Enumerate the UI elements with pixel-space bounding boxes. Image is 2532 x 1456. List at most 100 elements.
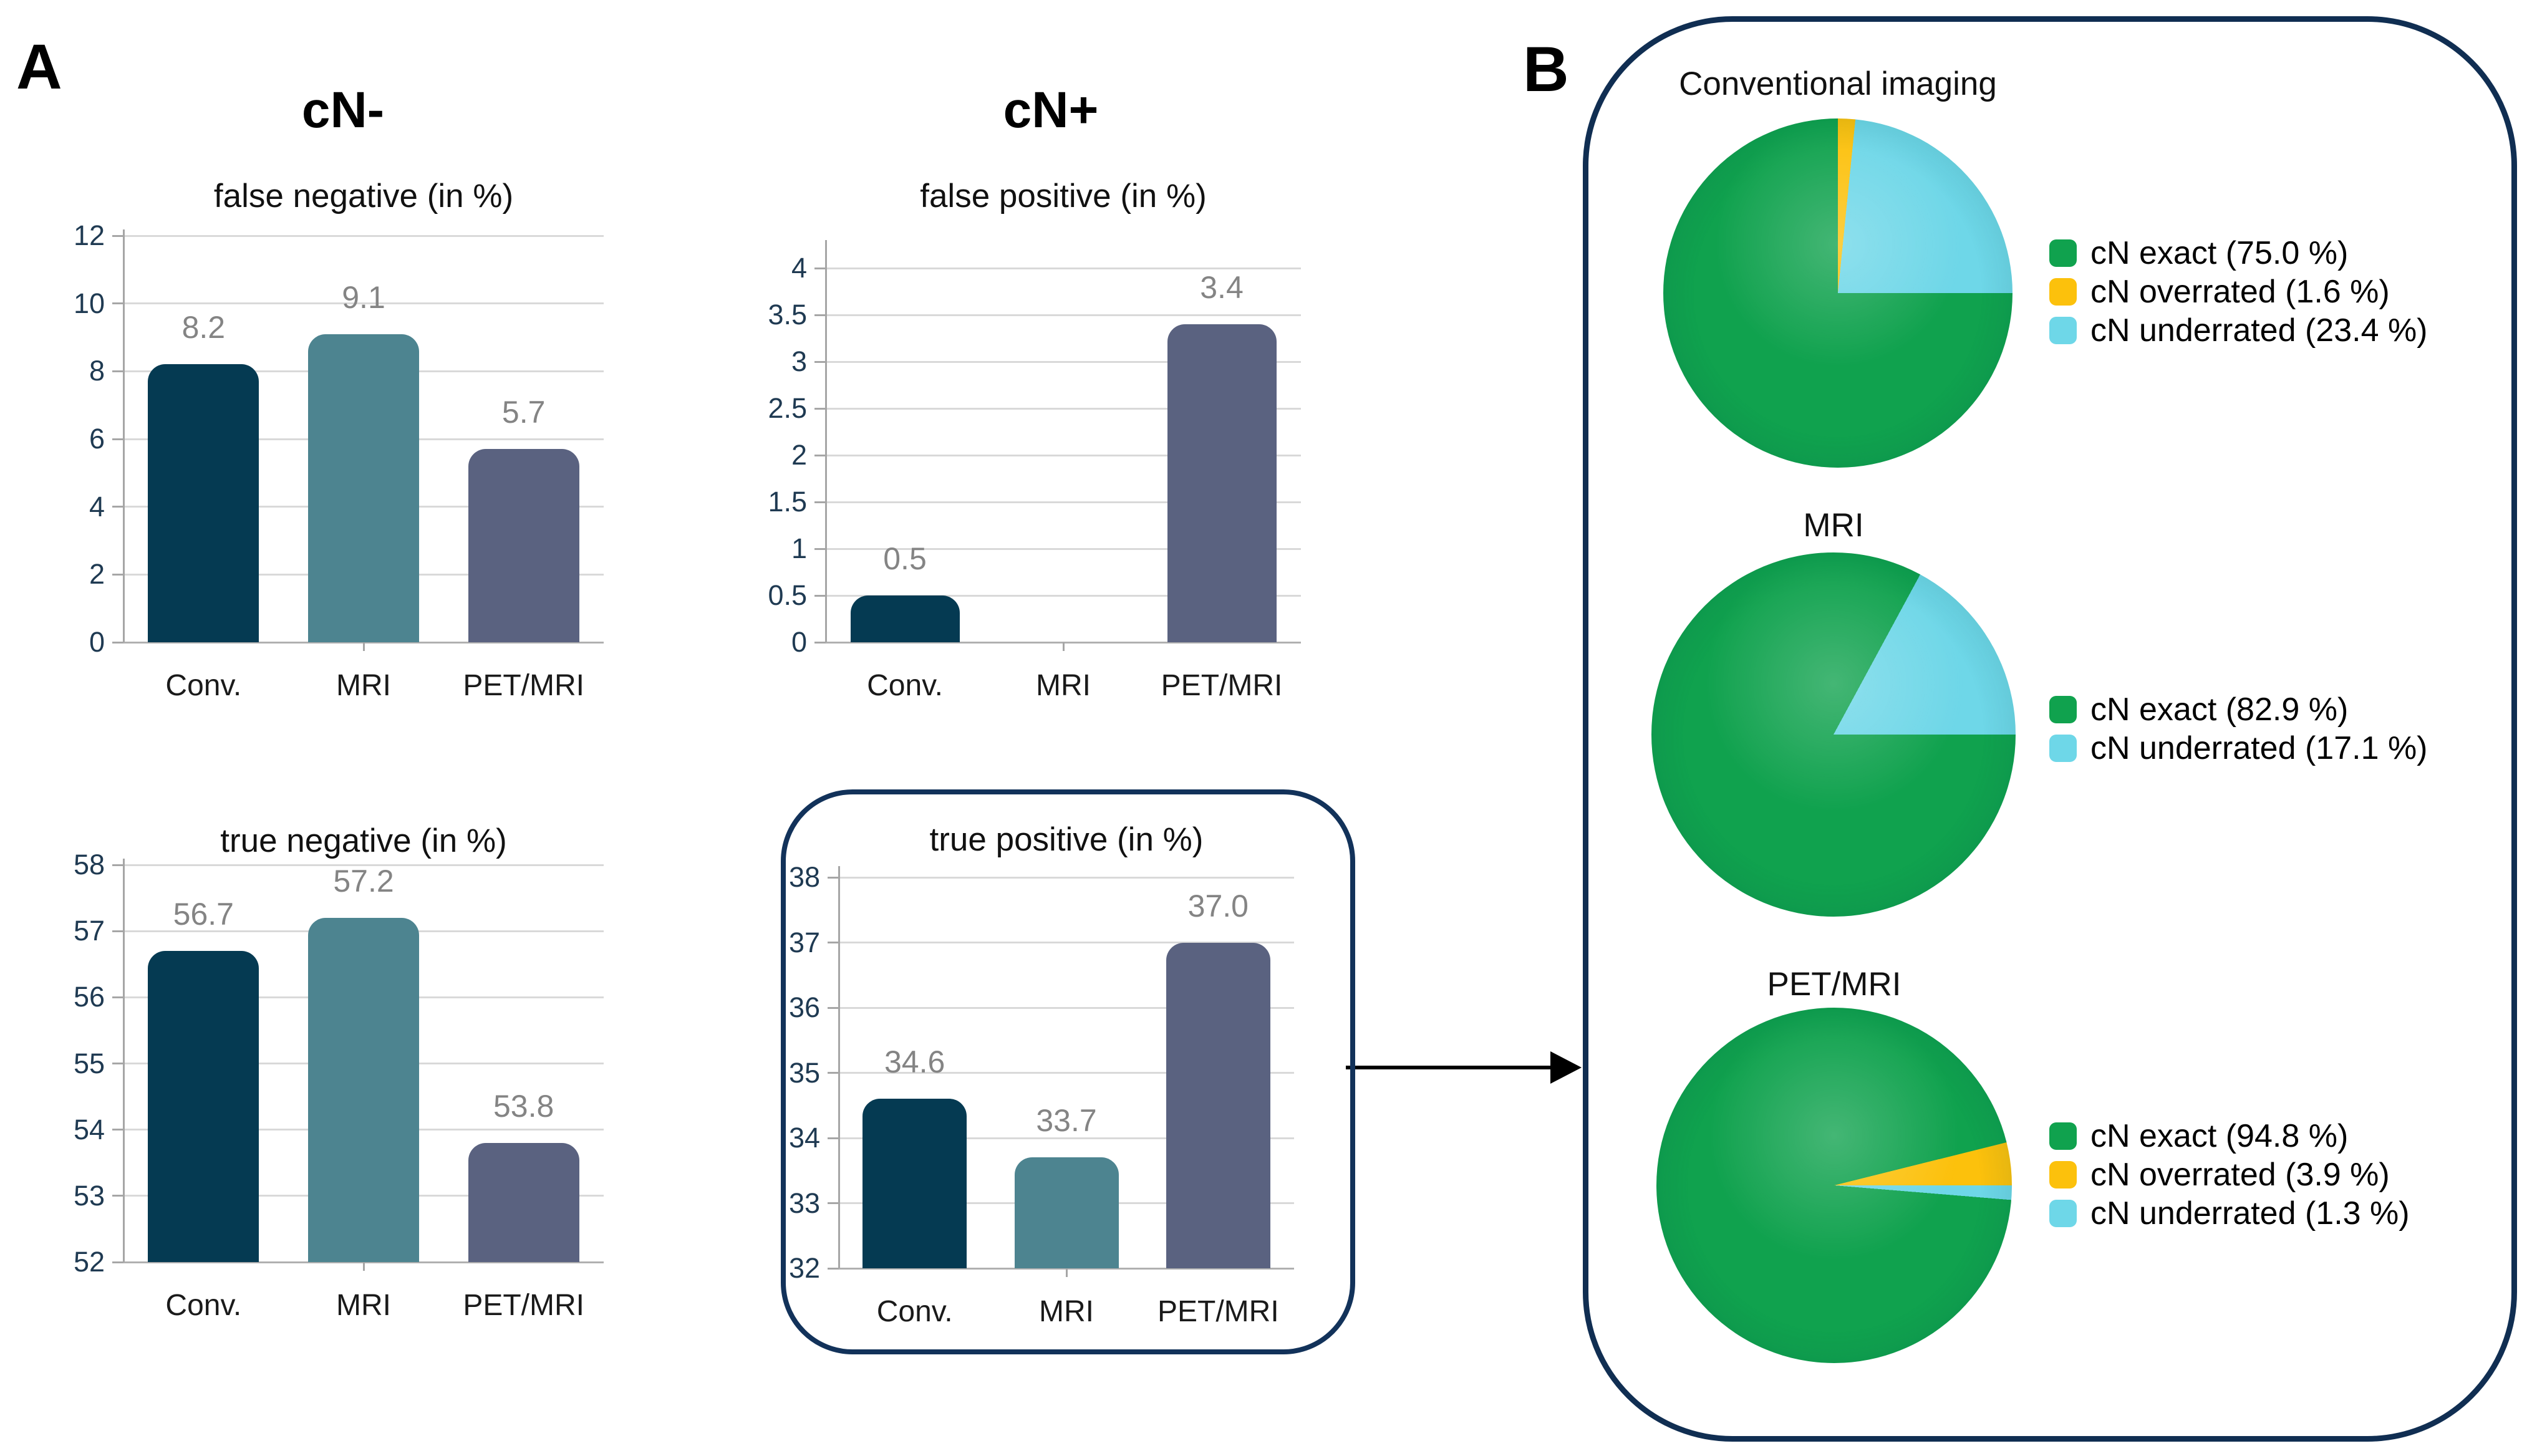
legend-pie_conventional: cN exact (75.0 %) cN overrated (1.6 %) cN … [2049, 237, 2428, 355]
panel-b-frame [1583, 16, 2517, 1442]
y-tick-label: 32 [788, 1252, 820, 1284]
y-tick-mark [814, 501, 826, 503]
legend-pie_petmri: cN exact (94.8 %)cN overrated (3.9 %) cN … [2049, 1118, 2410, 1238]
y-tick-label: 12 [73, 219, 105, 251]
y-tick-label: 3 [791, 345, 807, 377]
y-tick-label: 10 [73, 287, 105, 319]
y-tick-mark [112, 302, 123, 305]
legend-swatch-cn-overrated [2049, 1161, 2077, 1188]
bar-value-label: 53.8 [493, 1088, 554, 1124]
legend-swatch-cn-overrated [2049, 278, 2077, 306]
y-tick-label: 0.5 [768, 579, 807, 611]
y-tick-mark [814, 454, 826, 456]
y-tick-mark [112, 996, 123, 998]
y-axis-line [825, 240, 827, 642]
x-category-label: PET/MRI [1157, 1295, 1279, 1328]
legend-swatch-cn-underrated [2049, 735, 2077, 762]
bar-value-label: 34.6 [884, 1044, 945, 1080]
legend-item: cN exact (94.8 %) [2049, 1118, 2410, 1154]
legend-label: cN exact (94.8 %) [2090, 1118, 2349, 1154]
y-tick-label: 1 [791, 533, 807, 564]
gridline [123, 234, 604, 237]
bar-value-label: 5.7 [501, 395, 546, 430]
chart-title: true negative (in %) [220, 822, 507, 859]
x-category-label: Conv. [165, 669, 242, 702]
bar-conv [148, 951, 259, 1262]
y-tick-mark [828, 1202, 839, 1204]
legend-item: cN exact (75.0 %) [2049, 237, 2428, 269]
y-tick-mark [112, 641, 123, 644]
chart-title: false positive (in %) [920, 178, 1207, 215]
y-tick-label: 33 [788, 1187, 820, 1219]
legend-label: cN exact (82.9 %) [2090, 692, 2349, 728]
y-tick-label: 2 [89, 558, 105, 591]
x-category-label: Conv. [165, 1289, 242, 1322]
y-tick-mark [814, 547, 826, 550]
gridline [826, 547, 1301, 550]
x-category-label: MRI [1039, 1295, 1094, 1328]
y-tick-mark [112, 1195, 123, 1197]
x-category-label: PET/MRI [463, 669, 584, 702]
y-tick-label: 0 [791, 626, 807, 658]
x-category-label: MRI [336, 1289, 391, 1322]
y-tick-label: 1.5 [768, 486, 807, 518]
pie-chart-pie_mri [1651, 552, 2016, 917]
chart-title: true positive (in %) [929, 821, 1204, 858]
y-tick-label: 53 [73, 1179, 105, 1212]
y-tick-label: 36 [788, 991, 820, 1023]
panel-a-label: A [16, 31, 62, 102]
bar-petmri [1166, 942, 1270, 1268]
legend-item: cN underrated (17.1 %) [2049, 732, 2428, 764]
legend-swatch-cn-exact [2049, 696, 2077, 723]
bar-value-label: 56.7 [173, 897, 234, 932]
bar-petmri [468, 1142, 579, 1262]
legend-label: cN overrated (3.9 %) [2090, 1157, 2390, 1193]
x-category-label: MRI [1036, 669, 1091, 702]
y-tick-label: 2.5 [768, 392, 807, 424]
panel-b-label: B [1523, 34, 1569, 105]
gridline [839, 1006, 1294, 1009]
x-category-label: PET/MRI [1161, 669, 1283, 702]
legend-item: cN underrated (1.3 %) [2049, 1197, 2410, 1230]
y-axis-line [838, 866, 840, 1268]
y-tick-label: 35 [788, 1056, 820, 1089]
legend-item: cN exact (82.9 %) [2049, 692, 2428, 728]
y-tick-mark [112, 1063, 123, 1064]
x-category-label: Conv. [876, 1295, 953, 1328]
pie-chart-pie_petmri [1656, 1008, 2012, 1363]
y-tick-label: 37 [788, 926, 820, 958]
x-axis-tick [362, 642, 365, 651]
y-tick-label: 52 [73, 1246, 105, 1278]
bar-petmri [468, 449, 579, 642]
chart-title: false negative (in %) [213, 178, 514, 215]
pie-title-pie_petmri: PET/MRI [1767, 966, 1901, 1003]
bar-value-label: 33.7 [1036, 1103, 1097, 1139]
legend-swatch-cn-exact [2049, 239, 2077, 267]
y-tick-label: 34 [788, 1122, 820, 1154]
bar-conv [850, 595, 960, 642]
bar-mri [1014, 1157, 1119, 1268]
gridline [826, 407, 1301, 410]
gridline [839, 876, 1294, 879]
y-tick-mark [112, 506, 123, 508]
x-category-label: Conv. [867, 669, 943, 702]
y-tick-mark [112, 573, 123, 576]
y-tick-mark [112, 1129, 123, 1131]
legend-item: cN overrated (1.6 %) [2049, 276, 2428, 308]
y-tick-mark [112, 370, 123, 372]
y-tick-label: 56 [73, 981, 105, 1013]
legend-item: cN underrated (23.4 %) [2049, 314, 2428, 347]
gridline [839, 1137, 1294, 1139]
bar-value-label: 57.2 [333, 863, 394, 899]
y-tick-mark [112, 438, 123, 440]
y-tick-label: 4 [791, 252, 807, 284]
gridline [826, 454, 1301, 456]
y-tick-label: 58 [73, 849, 105, 880]
bar-mri [308, 334, 419, 642]
pie-chart-pie_conventional [1663, 118, 2013, 468]
bar-value-label: 37.0 [1187, 888, 1249, 923]
